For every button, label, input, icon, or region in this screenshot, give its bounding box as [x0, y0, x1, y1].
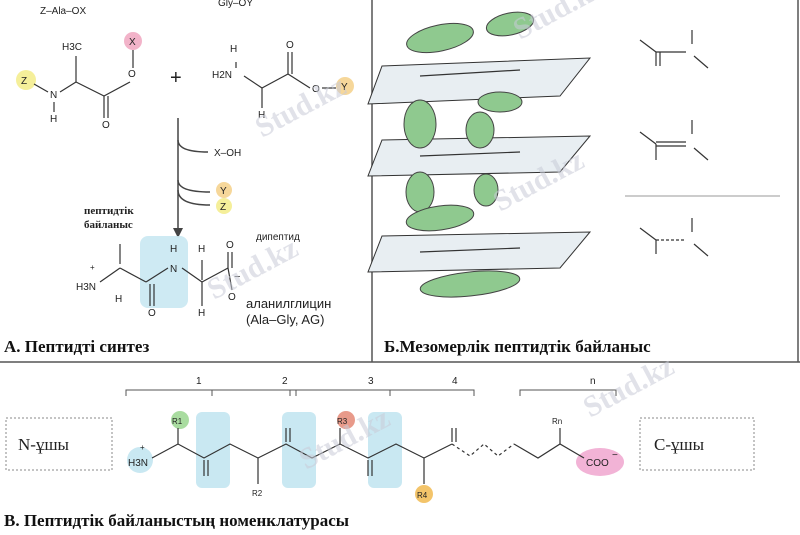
watermark-6: Stud.kz [578, 349, 680, 424]
panel-a-caption: А. Пептидті синтез [4, 337, 149, 356]
r3-label: R3 [337, 417, 348, 426]
watermark-4: Stud.kz [202, 231, 304, 306]
product-nh-n-label: N [170, 264, 177, 275]
reactant2-bonds [235, 52, 336, 108]
product-bonds [99, 244, 233, 306]
y-group-highlight [336, 77, 354, 95]
n-end-box [5, 417, 113, 471]
product-h-alpha-top: H [198, 244, 205, 255]
rn-label: Rn [552, 417, 562, 426]
panel-c-caption: В. Пептидтік байланыстың номенклатурасы [4, 511, 349, 530]
peptide-bond-highlight [140, 236, 188, 308]
coo-charge: − [612, 450, 618, 461]
r4-highlight [415, 485, 433, 503]
n-end-label: N-ұшы [18, 435, 70, 454]
plane-bottom-bond [419, 247, 521, 253]
bracket-label-1: 1 [196, 376, 202, 387]
r2-label: R2 [252, 489, 263, 498]
watermark-1: Stud.kz [250, 69, 352, 144]
plane-top-bond [419, 69, 521, 77]
n-terminal-charge: + [140, 443, 145, 452]
product-o-label: O [148, 308, 156, 319]
ch3-label: H3C [62, 42, 82, 53]
orbital-top-a [406, 22, 474, 54]
reactant1-n-label: N [50, 90, 57, 101]
product-minus-charge: − [234, 271, 240, 283]
product-nh-h-label: H [170, 244, 177, 255]
c-end-box [639, 417, 755, 471]
plane-bottom [367, 231, 592, 273]
peptide-bond-highlight-1 [196, 412, 230, 488]
coo-label: COO [586, 458, 609, 469]
z-product-highlight [216, 198, 232, 214]
z-product-label: Z [220, 202, 226, 213]
orbital-middle-a [403, 99, 437, 149]
orbital-middle-b [465, 111, 495, 149]
bracket-label-2: 2 [282, 376, 288, 387]
reactant2-o-carbonyl-label: O [286, 40, 294, 51]
reactant1-label: Z–Ala–OX [40, 6, 86, 17]
z-group-label: Z [21, 76, 27, 87]
resonance-structures [639, 30, 709, 257]
product-o-top-label: O [226, 240, 234, 251]
orbital-middle-c [405, 171, 435, 213]
reactant2-h2n-label: H2N [212, 70, 232, 81]
peptide-bond-label-line1: пептидтік [84, 205, 134, 217]
orbital-middle-d [473, 173, 499, 207]
reaction-arrows [177, 118, 211, 232]
panel-b-caption: Б.Мезомерлік пептидтік байланыс [384, 337, 651, 356]
bracket-label-3: 3 [368, 376, 374, 387]
orbital-bottom-a [405, 204, 475, 232]
product-plus-charge: + [90, 263, 95, 272]
z-group-highlight [16, 70, 36, 90]
n-terminal-group: H3N [128, 458, 148, 469]
panel-c-nomenclature: 1 2 3 4 n N-ұшы С-ұшы [4, 376, 755, 530]
reactant1-bonds [33, 50, 134, 118]
reactant2-label: Gly–OY [218, 0, 253, 9]
r4-label: R4 [417, 491, 428, 500]
dipeptide-label: дипептид [256, 232, 300, 243]
coo-highlight [576, 448, 624, 476]
y-group-label: Y [341, 82, 348, 93]
y-product-highlight [216, 182, 232, 198]
product-h3n-label: H3N [76, 282, 96, 293]
reactant2-o-ester-label: O [312, 84, 320, 95]
product-o-minus-label: O [228, 292, 236, 303]
reactant1-o-ester-label: O [128, 69, 136, 80]
product-name: аланилглицин [246, 296, 331, 311]
reactant1-h-label: H [50, 114, 57, 125]
product-h-alpha-bottom: H [198, 308, 205, 319]
main-arrow-head [173, 228, 183, 238]
panel-a-synthesis: Z–Ala–OX Gly–OY X Z H3C N H O O + Y H2N … [4, 0, 354, 356]
reactant1-o-carbonyl-label: O [102, 120, 110, 131]
n-terminal-highlight [127, 447, 153, 473]
product-h-label: H [115, 294, 122, 305]
r1-label: R1 [172, 417, 183, 426]
product-abbreviation: (Ala–Gly, AG) [246, 312, 325, 327]
plane-top [367, 57, 592, 105]
reactant2-h-top-label: H [230, 44, 237, 55]
residue-brackets [125, 389, 617, 396]
plus-sign: + [170, 67, 182, 89]
bracket-label-4: 4 [452, 376, 458, 387]
x-group-highlight [124, 32, 142, 50]
peptide-chain-bonds [151, 428, 585, 484]
reactant2-h-bottom-label: H [258, 110, 265, 121]
y-product-label: Y [220, 186, 227, 197]
orbital-top-c [477, 91, 523, 113]
plane-middle-bond [419, 151, 521, 157]
orbital-top-b [485, 11, 535, 37]
r3-highlight [337, 411, 355, 429]
c-end-label: С-ұшы [654, 435, 705, 454]
orbital-bottom-b [419, 270, 521, 298]
x-oh-label: X–OH [214, 148, 241, 159]
peptide-bond-label-line2: байланыс [84, 219, 133, 231]
r1-highlight [171, 411, 189, 429]
bracket-label-n: n [590, 376, 596, 387]
x-group-label: X [129, 37, 136, 48]
watermark-2: Stud.kz [508, 0, 610, 46]
panel-b-mesomeric: Б.Мезомерлік пептидтік байланыс [367, 11, 780, 356]
